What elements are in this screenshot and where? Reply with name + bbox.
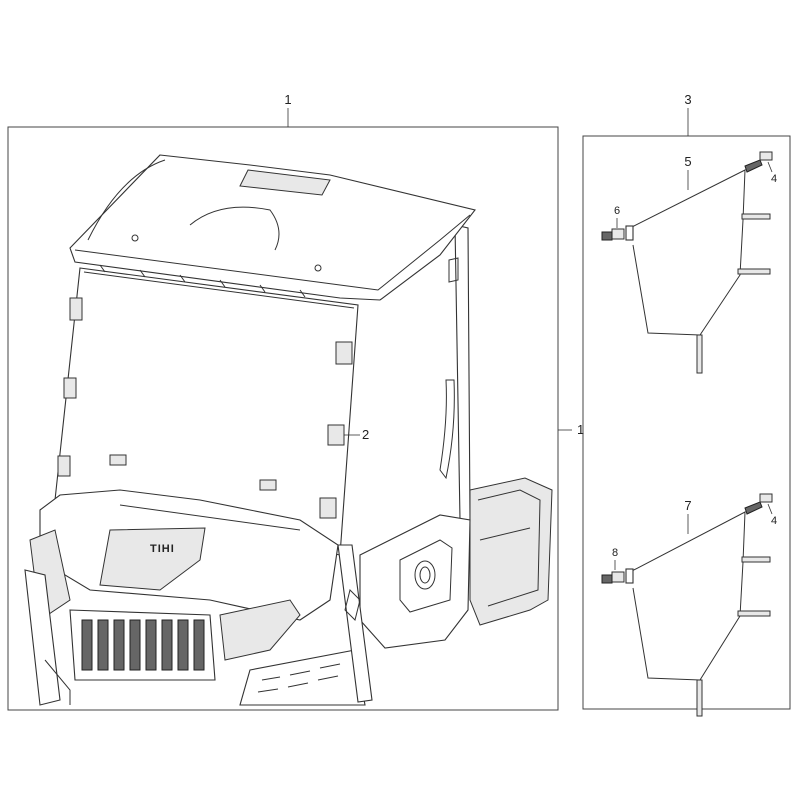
strap bbox=[741, 213, 771, 220]
callout-5: 5 bbox=[684, 154, 691, 169]
windshield-clip bbox=[319, 497, 337, 519]
pin bbox=[744, 501, 763, 515]
headlight-right bbox=[219, 599, 301, 661]
callout-2: 2 bbox=[362, 427, 369, 442]
wiper-mount bbox=[259, 479, 277, 491]
buckle bbox=[611, 571, 625, 583]
callout-7: 7 bbox=[684, 498, 691, 513]
strap bbox=[737, 610, 771, 617]
assembly-1-group: 1 1 bbox=[7, 92, 584, 711]
grille-logo: TIHI bbox=[150, 543, 175, 555]
buckle-hook bbox=[601, 231, 613, 241]
windshield-clip bbox=[69, 297, 83, 321]
door-panel bbox=[359, 514, 471, 649]
callout-4-top: 4 bbox=[771, 173, 777, 185]
callout-1-side: 1 bbox=[577, 422, 584, 437]
buckle-clip bbox=[625, 225, 634, 241]
strap bbox=[696, 334, 703, 374]
floor-board bbox=[239, 649, 366, 706]
front-bumper bbox=[24, 569, 61, 706]
buckle bbox=[611, 228, 625, 240]
rear-roll-bar bbox=[454, 224, 471, 521]
a-pillar bbox=[337, 544, 373, 703]
assembly-3-frame bbox=[582, 135, 791, 710]
strap bbox=[737, 268, 771, 275]
callout-4-bottom: 4 bbox=[771, 515, 777, 527]
front-grille bbox=[69, 609, 216, 681]
hood-scoop bbox=[99, 527, 206, 591]
strap bbox=[696, 679, 703, 717]
rear-fender bbox=[469, 477, 553, 626]
roof-vent bbox=[239, 169, 331, 196]
pin-end bbox=[759, 493, 773, 503]
pin-end bbox=[759, 151, 773, 161]
assembly-1-frame bbox=[7, 126, 559, 711]
vehicle-illustration: 2 TIHI bbox=[24, 154, 553, 706]
buckle-clip bbox=[625, 568, 634, 584]
wiper-mount bbox=[109, 454, 127, 466]
callout-3: 3 bbox=[684, 92, 691, 107]
callout-1-top: 1 bbox=[284, 92, 291, 107]
pin bbox=[744, 159, 763, 173]
door-net-lower: 7 8 4 bbox=[601, 493, 777, 717]
buckle-hook bbox=[601, 574, 613, 584]
roof bbox=[69, 154, 476, 301]
windshield-clip bbox=[63, 377, 77, 399]
strap bbox=[741, 556, 771, 563]
windshield-clip bbox=[335, 341, 353, 365]
callout-8: 8 bbox=[612, 547, 618, 559]
windshield-clip bbox=[327, 424, 345, 446]
assembly-3-group: 3 bbox=[582, 92, 791, 710]
callout-6: 6 bbox=[614, 205, 620, 217]
windshield-clip bbox=[57, 455, 71, 477]
door-net-upper: 5 6 4 bbox=[601, 151, 777, 374]
